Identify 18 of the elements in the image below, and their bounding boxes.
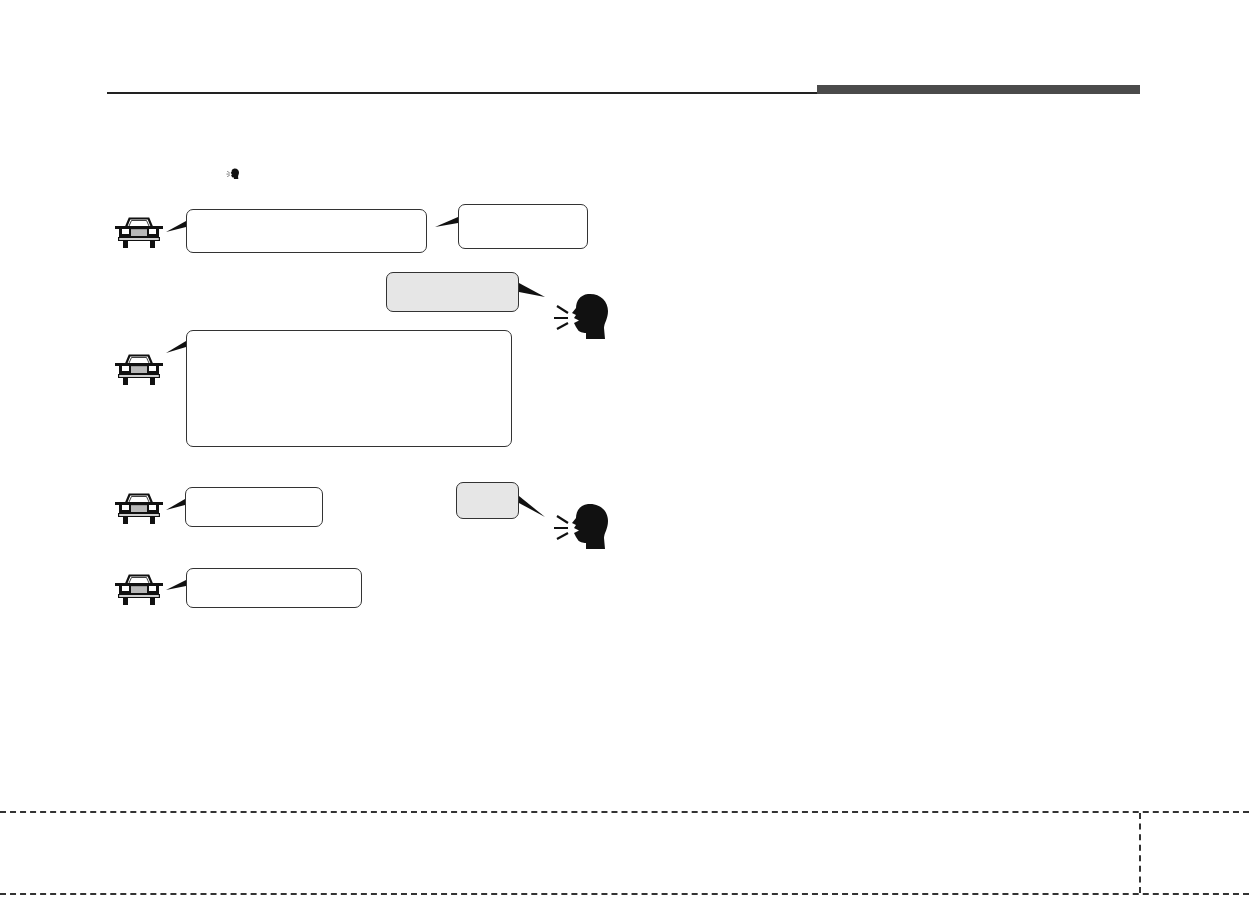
bubble-tail: [166, 580, 186, 590]
bubble-tail: [435, 217, 458, 227]
car-icon: [115, 353, 163, 385]
speech-bubble: [458, 204, 588, 249]
speech-bubble: [186, 330, 512, 447]
bubble-tail: [166, 221, 186, 232]
speech-bubble: [386, 272, 519, 312]
car-icon: [115, 216, 163, 248]
bubble-tail: [519, 283, 545, 297]
car-icon: [115, 492, 163, 524]
car-icon: [115, 573, 163, 605]
speech-bubble: [186, 209, 427, 253]
bubble-tail: [519, 496, 545, 517]
bubble-tail: [166, 499, 185, 510]
speech-bubble: [456, 482, 519, 519]
speech-bubble: [185, 487, 323, 527]
speech-bubble: [186, 568, 362, 608]
bubble-tail: [166, 341, 186, 353]
